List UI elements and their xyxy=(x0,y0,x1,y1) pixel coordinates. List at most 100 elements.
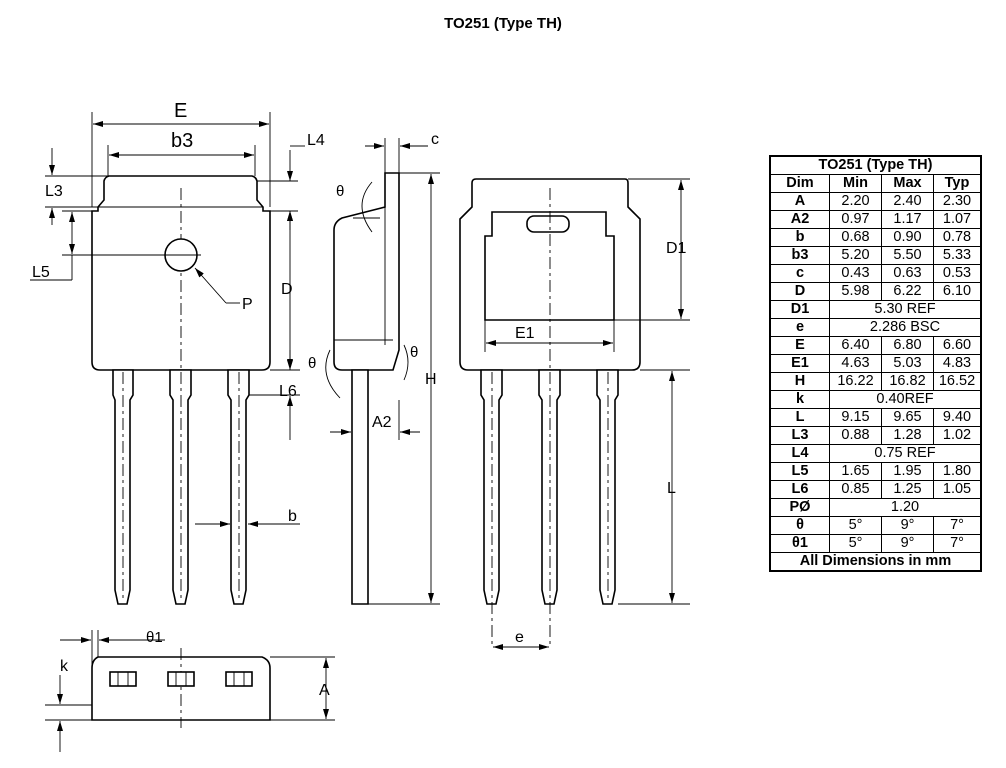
cell-max: 1.25 xyxy=(881,480,934,499)
cell-typ: 7° xyxy=(933,534,982,553)
cell-ref-value: 0.75 REF xyxy=(829,444,982,463)
table-footer: All Dimensions in mm xyxy=(769,552,982,572)
label-L4: L4 xyxy=(307,132,325,149)
cell-min: 0.88 xyxy=(829,426,882,445)
label-A: A xyxy=(319,682,330,699)
label-theta-top: θ xyxy=(336,183,344,200)
cell-typ: 6.60 xyxy=(933,336,982,355)
cell-typ: 1.07 xyxy=(933,210,982,229)
header-dim: Dim xyxy=(769,174,830,193)
cell-ref-value: 2.286 BSC xyxy=(829,318,982,337)
cell-dim: b3 xyxy=(769,246,830,265)
page-title: TO251 (Type TH) xyxy=(444,15,562,32)
cell-min: 6.40 xyxy=(829,336,882,355)
header-max: Max xyxy=(881,174,934,193)
cell-typ: 16.52 xyxy=(933,372,982,391)
cell-min: 0.85 xyxy=(829,480,882,499)
cell-min: 0.68 xyxy=(829,228,882,247)
cell-max: 9° xyxy=(881,534,934,553)
cell-dim: k xyxy=(769,390,830,409)
label-b3: b3 xyxy=(171,130,193,152)
cell-dim: θ1 xyxy=(769,534,830,553)
cell-dim: D xyxy=(769,282,830,301)
cell-dim: A2 xyxy=(769,210,830,229)
cell-ref-value: 5.30 REF xyxy=(829,300,982,319)
cell-max: 5.03 xyxy=(881,354,934,373)
cell-ref-value: 1.20 xyxy=(829,498,982,517)
label-theta-right: θ xyxy=(410,344,418,361)
cell-typ: 7° xyxy=(933,516,982,535)
cell-typ: 1.80 xyxy=(933,462,982,481)
cell-dim: c xyxy=(769,264,830,283)
front-view xyxy=(30,112,305,605)
label-A2: A2 xyxy=(372,414,392,431)
cell-max: 5.50 xyxy=(881,246,934,265)
cell-max: 2.40 xyxy=(881,192,934,211)
cell-ref-value: 0.40REF xyxy=(829,390,982,409)
label-e: e xyxy=(515,629,524,646)
label-D1: D1 xyxy=(666,240,687,257)
label-theta-left: θ xyxy=(308,355,316,372)
cell-typ: 1.02 xyxy=(933,426,982,445)
label-L6: L6 xyxy=(279,383,297,400)
label-theta1: θ1 xyxy=(146,629,163,646)
cell-typ: 2.30 xyxy=(933,192,982,211)
cell-dim: L4 xyxy=(769,444,830,463)
cell-dim: H xyxy=(769,372,830,391)
cell-dim: b xyxy=(769,228,830,247)
label-k: k xyxy=(60,658,69,675)
cell-typ: 1.05 xyxy=(933,480,982,499)
cell-dim: A xyxy=(769,192,830,211)
cell-max: 16.82 xyxy=(881,372,934,391)
cell-dim: θ xyxy=(769,516,830,535)
side-view xyxy=(325,138,440,605)
cell-typ: 4.83 xyxy=(933,354,982,373)
cell-min: 0.97 xyxy=(829,210,882,229)
cell-typ: 9.40 xyxy=(933,408,982,427)
cell-dim: e xyxy=(769,318,830,337)
cell-typ: 6.10 xyxy=(933,282,982,301)
label-c: c xyxy=(431,131,439,148)
header-min: Min xyxy=(829,174,882,193)
package-drawing: E b3 L4 c L3 L5 P D L6 b θ θ θ H A2 D1 E… xyxy=(30,100,690,752)
cell-max: 9° xyxy=(881,516,934,535)
label-E1: E1 xyxy=(515,325,535,342)
cell-min: 16.22 xyxy=(829,372,882,391)
cell-dim: E xyxy=(769,336,830,355)
header-typ: Typ xyxy=(933,174,982,193)
back-view xyxy=(459,178,690,650)
cell-dim: L5 xyxy=(769,462,830,481)
label-L3: L3 xyxy=(45,183,63,200)
cell-dim: E1 xyxy=(769,354,830,373)
cell-min: 0.43 xyxy=(829,264,882,283)
cell-min: 9.15 xyxy=(829,408,882,427)
table-title: TO251 (Type TH) xyxy=(769,155,982,175)
label-E: E xyxy=(174,100,187,122)
cell-typ: 0.53 xyxy=(933,264,982,283)
cell-dim: PØ xyxy=(769,498,830,517)
label-H: H xyxy=(425,371,437,388)
cell-min: 2.20 xyxy=(829,192,882,211)
cell-min: 5° xyxy=(829,516,882,535)
label-L: L xyxy=(667,480,676,497)
cell-max: 1.28 xyxy=(881,426,934,445)
cell-dim: L6 xyxy=(769,480,830,499)
cell-typ: 0.78 xyxy=(933,228,982,247)
cell-max: 6.80 xyxy=(881,336,934,355)
